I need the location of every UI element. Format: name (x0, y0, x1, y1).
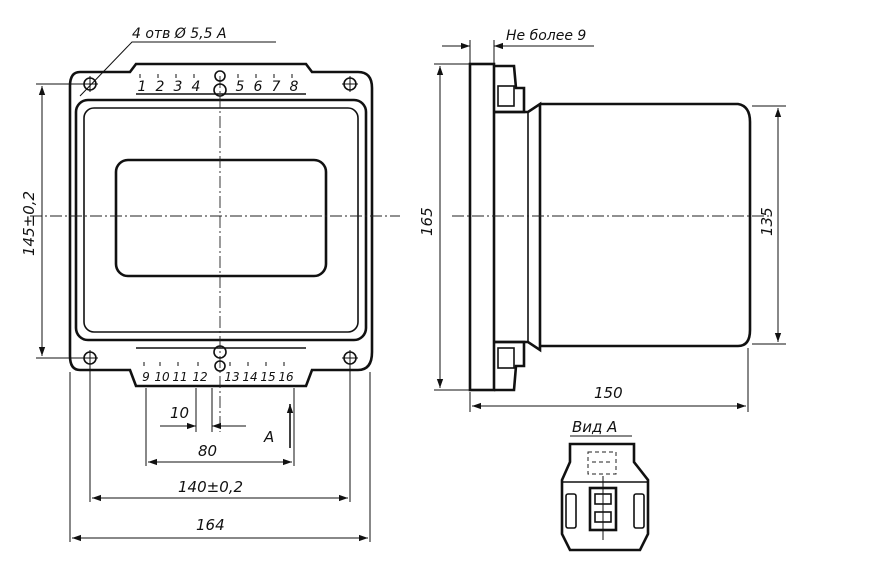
bottom-terminal-label: 11 (172, 370, 187, 384)
top-terminal-label: 5 (236, 79, 245, 95)
detail-hidden-part (587, 451, 617, 475)
hole-note: 4 отв Ø 5,5 А (132, 26, 227, 42)
front-cover-inner (83, 107, 359, 333)
dim-body-height-label: 135 (758, 207, 776, 236)
top-terminal-label: 7 (272, 79, 281, 95)
bottom-terminal-label: 9 (142, 370, 150, 384)
detail-slot-right (633, 493, 645, 529)
side-view: Не более 9 165 135 150 (418, 28, 786, 412)
side-terminal-bottom-detail (497, 347, 515, 369)
detail-outline (560, 442, 650, 552)
mounting-hole-bottom-right (342, 350, 358, 366)
bottom-terminal-label: 13 (224, 370, 239, 384)
dim-overall-width-label: 164 (196, 516, 225, 534)
side-cover (494, 101, 542, 353)
mounting-hole-top-right (342, 76, 358, 92)
detail-title: Вид А (572, 418, 617, 436)
bottom-terminal-label: 10 (154, 370, 170, 384)
top-terminal-label: 6 (254, 79, 263, 95)
mounting-hole-bottom-left (82, 350, 98, 366)
top-terminal-label: 4 (192, 79, 201, 95)
dim-depth-label: 150 (594, 384, 623, 402)
top-terminal-label: 2 (156, 79, 165, 95)
center-screw-top (213, 70, 227, 97)
center-screw-bottom (213, 345, 227, 372)
side-note-top: Не более 9 (506, 28, 586, 44)
top-terminal-label: 1 (138, 79, 147, 95)
side-flange-plate (468, 62, 496, 392)
bottom-terminal-label: 15 (260, 370, 275, 384)
detail-view-a: Вид А (560, 418, 650, 552)
front-window (114, 158, 328, 278)
dim-height-label: 145±0,2 (20, 191, 38, 256)
dim-hole-spacing-label: 140±0,2 (178, 478, 243, 496)
hole-note-leader (79, 41, 276, 97)
bottom-terminal-label: 12 (192, 370, 207, 384)
mounting-hole-top-left (82, 76, 98, 92)
top-terminal-label: 8 (290, 79, 299, 95)
side-body (540, 102, 752, 348)
side-terminal-top-detail (497, 85, 515, 107)
front-cover-frame (74, 98, 368, 342)
front-body-outline (68, 62, 374, 388)
dim-overall-height-label: 165 (418, 207, 436, 236)
top-terminal-label: 3 (174, 79, 183, 95)
dim-terminal-span-label: 80 (198, 442, 217, 460)
bottom-terminal-label: 16 (278, 370, 294, 384)
bottom-terminal-label: 14 (242, 370, 257, 384)
dim-small-label: 10 (170, 404, 189, 422)
detail-slot-left (565, 493, 577, 529)
view-arrow-label: А (263, 428, 274, 446)
